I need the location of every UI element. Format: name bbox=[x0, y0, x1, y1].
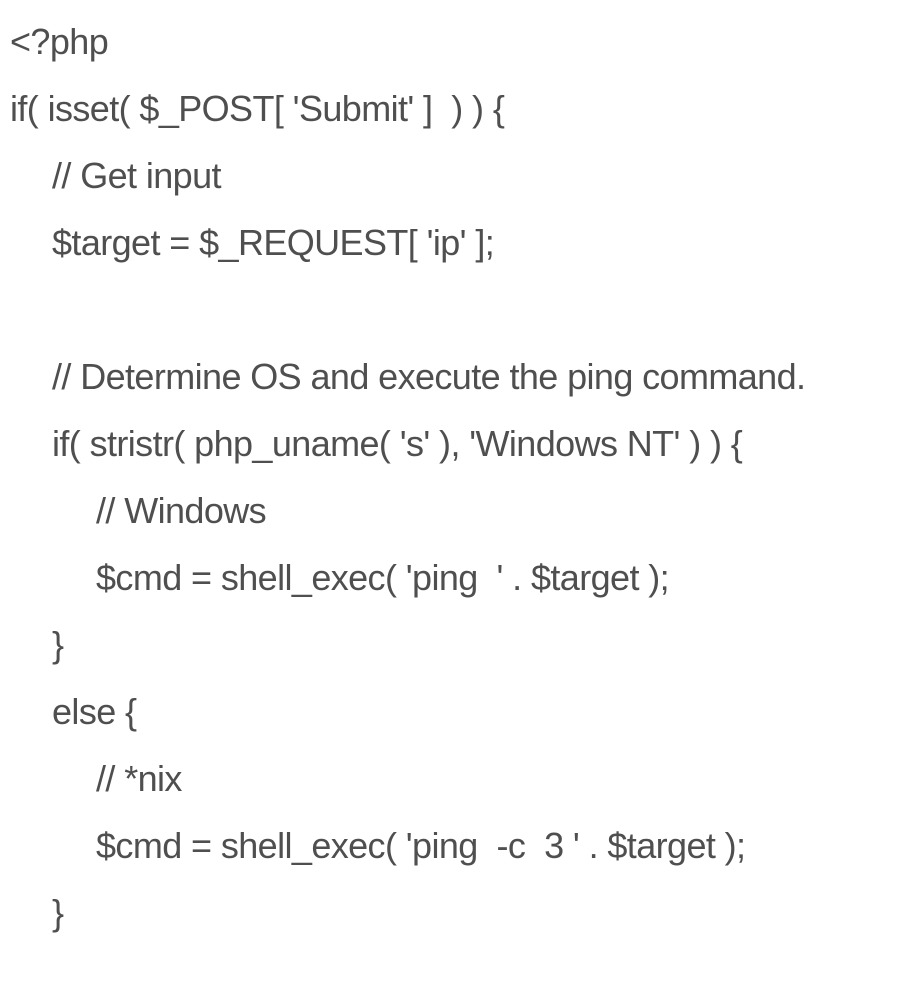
code-line: // Windows bbox=[96, 490, 267, 531]
code-line: $cmd = shell_exec( 'ping -c 3 ' . $targe… bbox=[96, 825, 746, 866]
code-line: $cmd = shell_exec( 'ping ' . $target ); bbox=[96, 557, 670, 598]
code-line: if( stristr( php_uname( 's' ), 'Windows … bbox=[52, 423, 743, 464]
code-line: } bbox=[52, 892, 64, 933]
code-line-blank bbox=[10, 276, 896, 343]
code-line: // Determine OS and execute the ping com… bbox=[52, 356, 806, 397]
code-line: $target = $_REQUEST[ 'ip' ]; bbox=[52, 222, 495, 263]
code-line: else { bbox=[52, 691, 137, 732]
code-line: } bbox=[52, 624, 64, 665]
code-line: // Get input bbox=[52, 155, 222, 196]
code-line: <?php bbox=[10, 21, 109, 62]
code-line: if( isset( $_POST[ 'Submit' ] ) ) { bbox=[10, 88, 505, 129]
code-line: // *nix bbox=[96, 758, 182, 799]
